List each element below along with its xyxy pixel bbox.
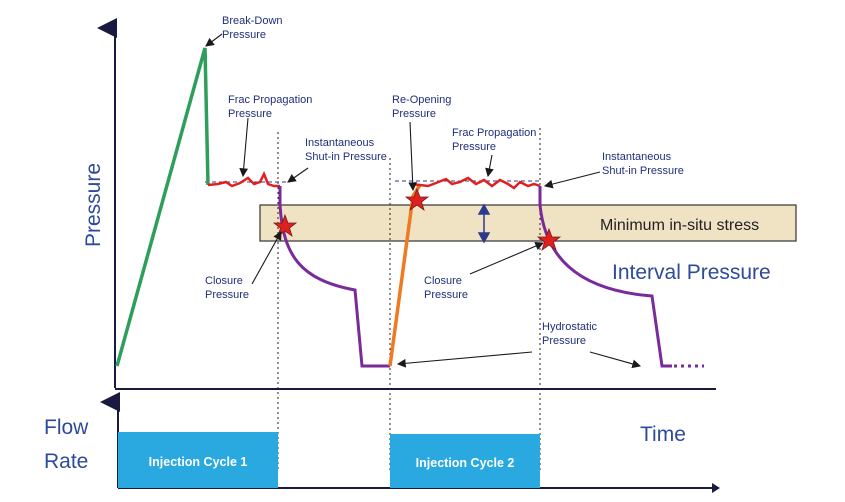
closure-star-2 [536, 227, 562, 252]
frac-propagation-curve-1 [207, 170, 280, 188]
closure-2-label-1: Closure [424, 275, 462, 287]
frac-propagation-curve-2 [409, 176, 541, 190]
annotation-arrows [205, 33, 642, 369]
isip-1-label-1: Instantaneous [305, 137, 375, 149]
closure-1-label-2: Pressure [205, 289, 249, 301]
injection-ramp-curve [115, 47, 210, 367]
injection-cycle-2-label: Injection Cycle 2 [416, 456, 515, 470]
time-axis-arrowhead [712, 483, 720, 493]
pressure-axis-label: Pressure [82, 163, 105, 247]
min-stress-label: Minimum in-situ stress [600, 217, 759, 234]
injection-cycle-1-label: Injection Cycle 1 [149, 455, 248, 469]
flow-label-line1: Flow [44, 416, 89, 439]
reopening-label-1: Re-Opening [392, 94, 451, 106]
pressure-decline-curve-2 [538, 186, 672, 368]
isip-1-label-2: Shut-in Pressure [305, 151, 387, 163]
flow-label-line2: Rate [44, 450, 88, 473]
closure-2-label-2: Pressure [424, 289, 468, 301]
breakdown-label-1: Break-Down [222, 15, 283, 27]
injection-cycle-1-box [118, 432, 278, 488]
hydrostatic-label-2: Pressure [542, 335, 586, 347]
reopening-label-2: Pressure [392, 108, 436, 120]
pressure-decline-curve-1 [278, 186, 390, 368]
interval-pressure-label: Interval Pressure [612, 261, 771, 284]
isip-reference-lines [205, 180, 540, 183]
stress-double-arrow [477, 203, 491, 244]
hydrostatic-label-1: Hydrostatic [542, 321, 598, 333]
isip-2-label-1: Instantaneous [602, 151, 672, 163]
frac-prop-1-label-1: Frac Propagation [228, 94, 312, 106]
injection-cycle-2-box [390, 434, 540, 488]
frac-prop-2-label-1: Frac Propagation [452, 127, 536, 139]
isip-2-label-2: Shut-in Pressure [602, 165, 684, 177]
frac-prop-1-label-2: Pressure [228, 108, 272, 120]
reopening-star [404, 187, 430, 212]
frac-prop-2-label-2: Pressure [452, 141, 496, 153]
min-stress-band [259, 204, 797, 242]
reopening-ramp-curve [388, 184, 422, 367]
breakdown-label-2: Pressure [222, 29, 266, 41]
closure-1-label-1: Closure [205, 275, 243, 287]
time-axis-label: Time [640, 423, 686, 446]
closure-star-1 [272, 213, 298, 238]
